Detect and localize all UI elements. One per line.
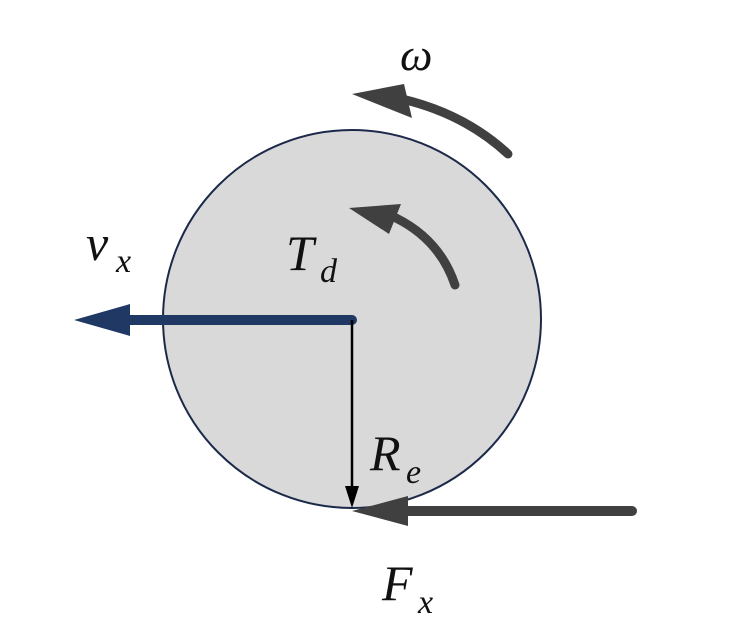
velocity-label: v (86, 215, 109, 271)
torque-arc-arrow (391, 213, 460, 290)
force-label: F (381, 555, 413, 611)
omega-label: ω (400, 29, 432, 80)
force-label-subscript: x (417, 584, 433, 621)
radius-arrowhead (345, 486, 359, 508)
radius-label-subscript: e (406, 454, 421, 491)
force-arrowhead (352, 496, 408, 526)
torque-label-subscript: d (320, 253, 338, 290)
velocity-label-subscript: x (115, 243, 131, 280)
velocity-arrowhead (74, 304, 130, 336)
torque-label: T (286, 225, 317, 281)
torque-arrowhead (349, 204, 401, 234)
radius-label: R (369, 425, 401, 481)
omega-arc-arrow (397, 94, 513, 159)
omega-arrowhead (352, 84, 412, 118)
